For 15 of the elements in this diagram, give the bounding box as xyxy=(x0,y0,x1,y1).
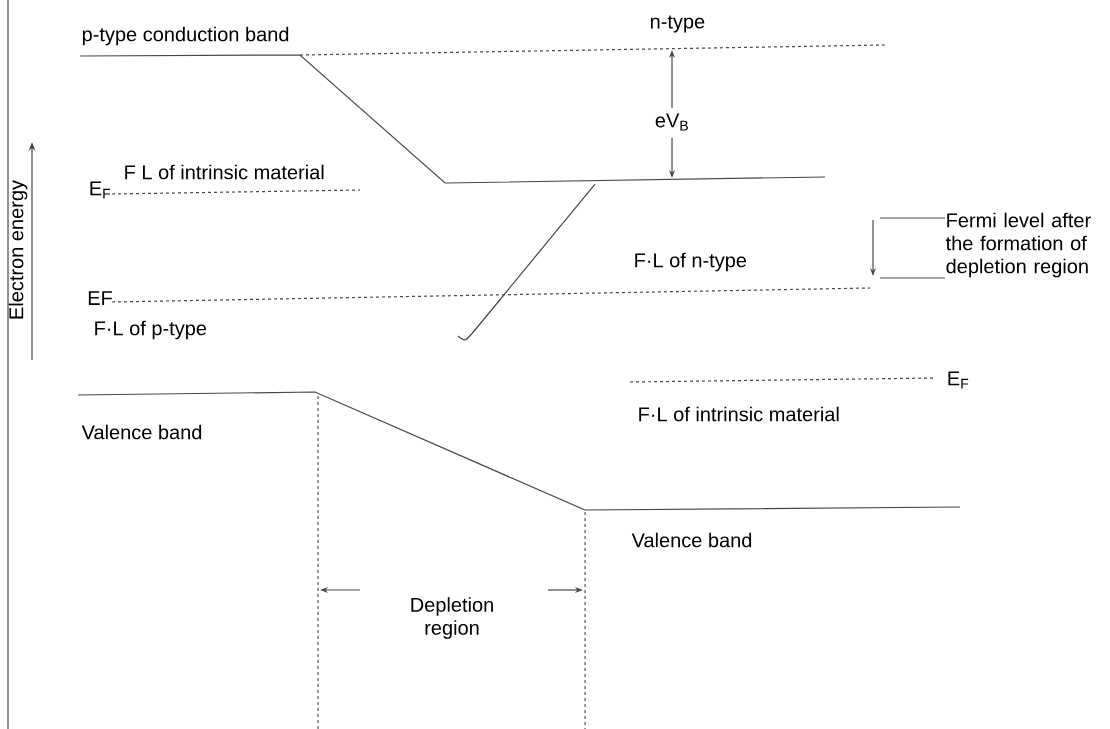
level-label: F·L of p-type xyxy=(95,320,207,340)
dimension-label: Depletion region xyxy=(411,597,493,639)
band-label: n-type xyxy=(650,15,705,33)
level-label: F L of intrinsic material xyxy=(125,164,324,180)
band-label: p-type conduction band xyxy=(82,26,289,46)
level-label: F·L of intrinsic material xyxy=(639,406,839,422)
note-text: Fermi level after the formation of depletion region xyxy=(945,212,1091,278)
band-label: Valence band xyxy=(81,424,202,440)
level-label: F·L of n-type xyxy=(635,252,747,272)
level-symbol: EF xyxy=(88,291,112,305)
dimension-label: eV$_{B}$ xyxy=(655,113,688,131)
level-symbol: E$_{F}$ xyxy=(948,371,969,389)
band-label: Valence band xyxy=(631,532,752,548)
level-symbol: E$_{F}$ xyxy=(90,181,111,199)
axis-label: Electron energy xyxy=(8,180,28,319)
